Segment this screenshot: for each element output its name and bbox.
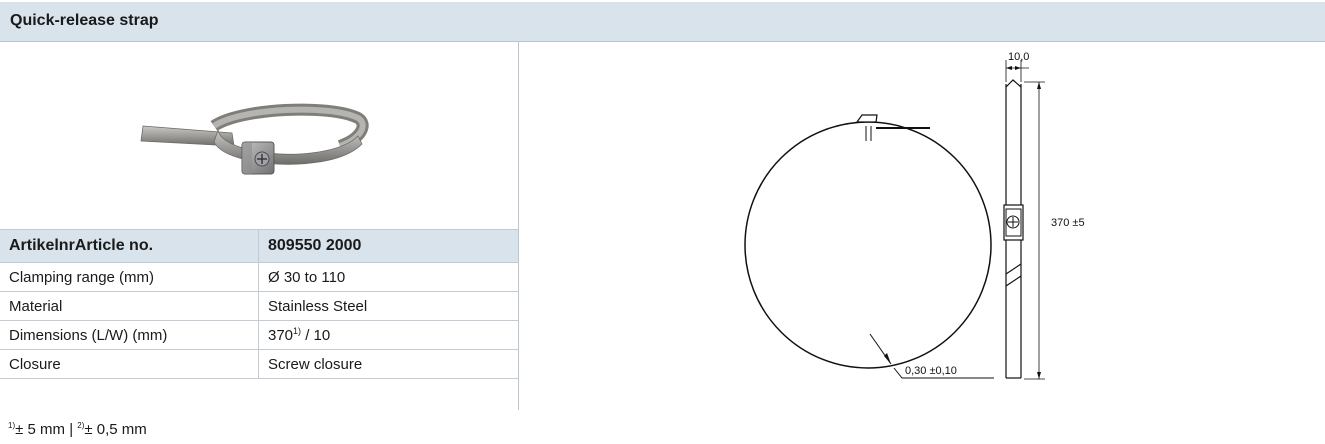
dimensions-footnote-ref: 1) <box>293 325 302 336</box>
table-row: Clamping range (mm) Ø 30 to 110 <box>0 262 518 292</box>
table-row: Closure Screw closure <box>0 349 518 379</box>
dimensions-value: 370 <box>268 326 294 344</box>
footnote-marker-1: 1) <box>8 421 16 430</box>
closure-value: Screw closure <box>258 349 518 379</box>
footnote: 1)± 5 mm | 2)± 0,5 mm <box>8 421 147 438</box>
width-dimension: 10,0 <box>1008 51 1029 63</box>
dimensions-value-cell: 3701) / 10 <box>258 320 518 350</box>
material-label: Material <box>0 291 259 321</box>
page-title: Quick-release strap <box>10 12 159 29</box>
closure-outline <box>855 114 878 123</box>
technical-drawing: 0,30 ±0,10 10,0 <box>519 42 1325 410</box>
clamping-range-value: Ø 30 to 110 <box>258 262 518 292</box>
dimensions-value-suffix: / 10 <box>301 326 331 344</box>
spec-table-header-row: ArtikelnrArticle no. 809550 2000 <box>0 229 518 263</box>
spec-table: ArtikelnrArticle no. 809550 2000 Clampin… <box>0 229 518 379</box>
material-value: Stainless Steel <box>258 291 518 321</box>
closure-label: Closure <box>0 349 259 379</box>
left-column: ArtikelnrArticle no. 809550 2000 Clampin… <box>0 42 519 410</box>
footnote-text-2: ± 0,5 mm <box>84 421 147 438</box>
strap-circle-view <box>744 121 992 369</box>
strap-side-view <box>1003 79 1024 379</box>
article-no-label: ArtikelnrArticle no. <box>0 229 259 263</box>
footnote-text-1: ± 5 mm | <box>15 421 78 438</box>
footnote-marker-2: 2) <box>77 421 85 430</box>
product-card: Quick-release strap <box>0 2 1325 410</box>
title-bar: Quick-release strap <box>0 2 1325 42</box>
table-row: Dimensions (L/W) (mm) 3701) / 10 <box>0 320 518 350</box>
thickness-dimension: 0,30 ±0,10 <box>905 365 957 377</box>
dimensions-label: Dimensions (L/W) (mm) <box>0 320 259 350</box>
length-dimension: 370 ±5 <box>1051 217 1085 229</box>
table-row: Material Stainless Steel <box>0 291 518 321</box>
product-photo <box>0 42 518 228</box>
clamping-range-label: Clamping range (mm) <box>0 262 259 292</box>
article-no-value: 809550 2000 <box>258 229 518 263</box>
